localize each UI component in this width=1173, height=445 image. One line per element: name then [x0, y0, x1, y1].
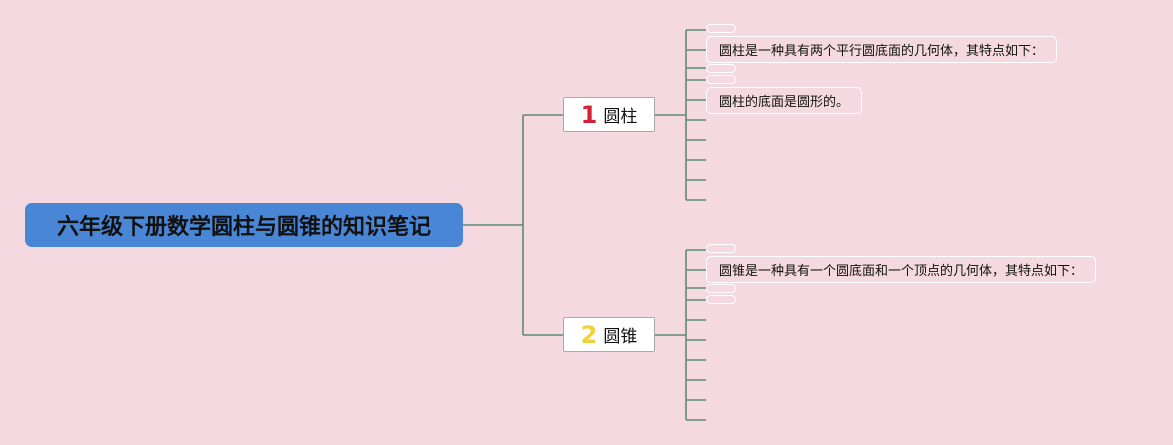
- branch-number-badge: 1: [580, 100, 598, 129]
- root-topic-label: 六年级下册数学圆柱与圆锥的知识笔记: [56, 215, 431, 240]
- note-cylinder-definition[interactable]: 圆柱是一种具有两个平行圆底面的几何体，其特点如下：: [706, 36, 1058, 63]
- empty-note-node[interactable]: [706, 64, 736, 73]
- branch-topic-label: 圆锥: [603, 327, 638, 347]
- empty-note-node[interactable]: [706, 244, 736, 253]
- empty-note-node[interactable]: [706, 75, 736, 84]
- empty-note-node[interactable]: [706, 295, 736, 304]
- empty-note-node[interactable]: [706, 284, 736, 293]
- branch-topic-label: 圆柱: [603, 107, 638, 127]
- note-text: 圆柱的底面是圆形的。: [719, 95, 850, 110]
- note-cylinder-base[interactable]: 圆柱的底面是圆形的。: [706, 87, 863, 114]
- empty-note-node[interactable]: [706, 24, 736, 33]
- branch-topic-cone[interactable]: 2 圆锥: [563, 317, 655, 352]
- note-text: 圆锥是一种具有一个圆底面和一个顶点的几何体，其特点如下：: [719, 264, 1084, 279]
- root-topic[interactable]: 六年级下册数学圆柱与圆锥的知识笔记: [25, 203, 463, 247]
- note-cone-definition[interactable]: 圆锥是一种具有一个圆底面和一个顶点的几何体，其特点如下：: [706, 256, 1097, 283]
- note-text: 圆柱是一种具有两个平行圆底面的几何体，其特点如下：: [719, 44, 1045, 59]
- branch-number-badge: 2: [580, 320, 598, 349]
- branch-topic-cylinder[interactable]: 1 圆柱: [563, 97, 655, 132]
